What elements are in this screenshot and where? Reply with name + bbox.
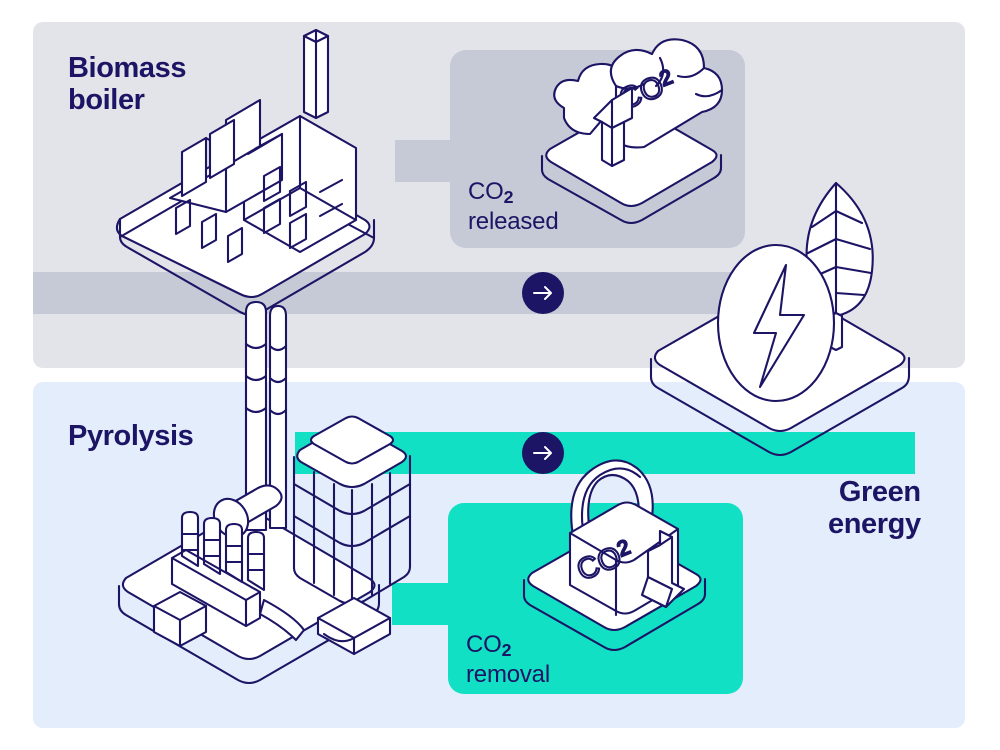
cloud-co2-up-arrow-icon: CO2 — [520, 34, 740, 225]
label-co2-released-line2: released — [468, 207, 559, 235]
co2-text: CO — [468, 178, 504, 205]
label-green-line1: Green — [838, 476, 921, 508]
label-co2-removal-line1: CO2 — [466, 631, 550, 661]
co2-text: CO — [466, 631, 502, 658]
arrow-right-icon-top[interactable] — [522, 272, 564, 314]
padlock-co2-down-arrow-icon: CO2 — [512, 455, 742, 680]
co2-subscript: 2 — [501, 639, 512, 660]
biomass-boiler-factory-icon — [110, 24, 400, 317]
label-biomass-line2: boiler — [68, 84, 145, 117]
leaf-lightning-bolt-icon — [649, 175, 940, 457]
label-biomass-line1: Biomass — [68, 52, 187, 84]
label-biomass-boiler: Biomass boiler — [68, 52, 186, 117]
label-green-energy: Green energy — [828, 476, 921, 541]
label-co2-released: CO2 released — [468, 178, 559, 236]
pyrolysis-plant-icon — [117, 300, 438, 690]
label-green-line2: energy — [828, 508, 921, 541]
label-co2-removal: CO2 removal — [466, 631, 550, 689]
label-co2-removal-line2: removal — [466, 660, 550, 688]
label-pyrolysis: Pyrolysis — [68, 420, 194, 452]
arrow-right-icon-bottom[interactable] — [522, 432, 564, 474]
flow-bar-biomass-to-energy — [33, 272, 833, 314]
label-pyrolysis-line1: Pyrolysis — [68, 420, 194, 452]
label-co2-released-line1: CO2 — [468, 178, 558, 208]
co2-subscript: 2 — [503, 186, 514, 207]
